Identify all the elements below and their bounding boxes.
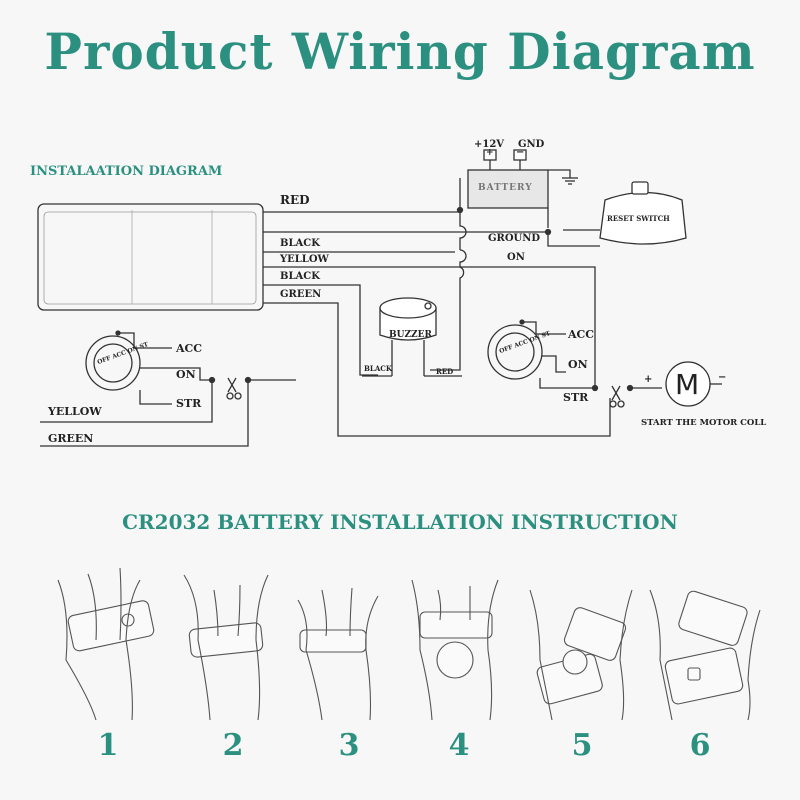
black2-wire-label: BLACK [280,271,320,282]
install-diagram-label: INSTALAATION DIAGRAM [30,164,223,179]
buzzer-symbol [362,297,462,377]
right-str-label: STR [563,391,589,404]
step-number-4: 4 [448,728,470,763]
left-on-label: ON [176,368,196,381]
battery-plus-label: +12V [474,139,505,150]
motor-plus-label: + [644,374,653,385]
battery-gnd-label: GND [518,139,545,150]
right-on-label: ON [568,358,588,371]
battery-symbol [467,149,578,209]
motor-symbol-label: M [675,368,700,401]
reset-switch-label: RESET SWITCH [607,214,670,223]
ground-wire-label: GROUND [488,233,541,244]
left-acc-label: ACC [176,342,203,355]
red-wire-label: RED [280,193,310,207]
right-acc-label: ACC [568,328,595,341]
alarm-module [37,203,264,311]
battery-step-illustrations [57,567,761,721]
step5-illustration [529,589,633,721]
step6-illustration [649,589,761,721]
step-number-3: 3 [338,728,360,763]
black2-wire [263,284,378,376]
left-str-label: STR [176,397,202,410]
black-wire-label: BLACK [280,238,320,249]
battery-plus-sign: + [486,148,494,158]
battery-minus-sign: − [516,147,525,158]
right-ignition-switch [487,319,662,408]
step3-illustration [297,587,379,721]
step2-illustration [183,574,269,721]
yellow-wire-label: YELLOW [280,254,329,265]
reset-switch-symbol [563,181,687,245]
left-ignition-switch [40,330,296,447]
left-green-label: GREEN [48,432,94,445]
motor-minus-label: − [718,372,727,383]
green-wire [263,302,611,437]
step-number-6: 6 [689,728,711,763]
step-number-2: 2 [222,728,244,763]
step4-illustration [411,579,499,721]
black-wire [263,231,600,247]
battery-instruction-title: CR2032 BATTERY INSTALLATION INSTRUCTION [122,510,678,534]
green-wire-label: GREEN [280,289,322,300]
step1-illustration [57,567,155,721]
step-number-1: 1 [97,728,119,763]
step-number-5: 5 [571,728,593,763]
motor-symbol [665,361,722,407]
buzzer-red-label: RED [436,367,454,376]
left-yellow-label: YELLOW [48,405,102,418]
buzzer-black-label: BLACK [364,364,392,373]
buzzer-label: BUZZER [389,330,432,340]
page-title: Product Wiring Diagram [44,22,756,81]
battery-body-label: BATTERY [478,183,533,193]
motor-label: START THE MOTOR COLL [641,418,767,428]
on-wire-label: ON [507,252,525,263]
